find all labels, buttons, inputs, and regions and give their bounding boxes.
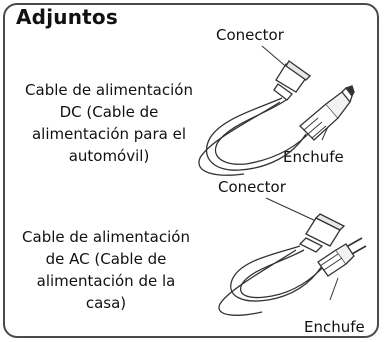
ac-description-line: alimentación de la (36, 272, 176, 290)
dc-description-line: Cable de alimentación (25, 81, 193, 99)
ac-cable-description: Cable de alimentación de AC (Cable de al… (6, 226, 206, 314)
ac-connector-label: Conector (218, 178, 286, 196)
ac-plug-label: Enchufe (304, 318, 365, 336)
dc-description-line: alimentación para el (31, 125, 187, 143)
dc-car-power-cable-icon (198, 45, 355, 176)
dc-description-line: automóvil) (68, 147, 150, 165)
panel-title: Adjuntos (16, 5, 118, 29)
ac-home-power-cable-icon (218, 197, 367, 316)
ac-description-line: Cable de alimentación (22, 228, 190, 246)
dc-description-line: DC (Cable de (59, 103, 159, 121)
dc-connector-label: Conector (216, 26, 284, 44)
attachments-panel (3, 3, 379, 338)
ac-description-line: casa) (85, 294, 127, 312)
dc-cable-description: Cable de alimentación DC (Cable de alime… (4, 79, 214, 167)
dc-plug-label: Enchufe (283, 148, 344, 166)
ac-description-line: de AC (Cable de (45, 250, 167, 268)
